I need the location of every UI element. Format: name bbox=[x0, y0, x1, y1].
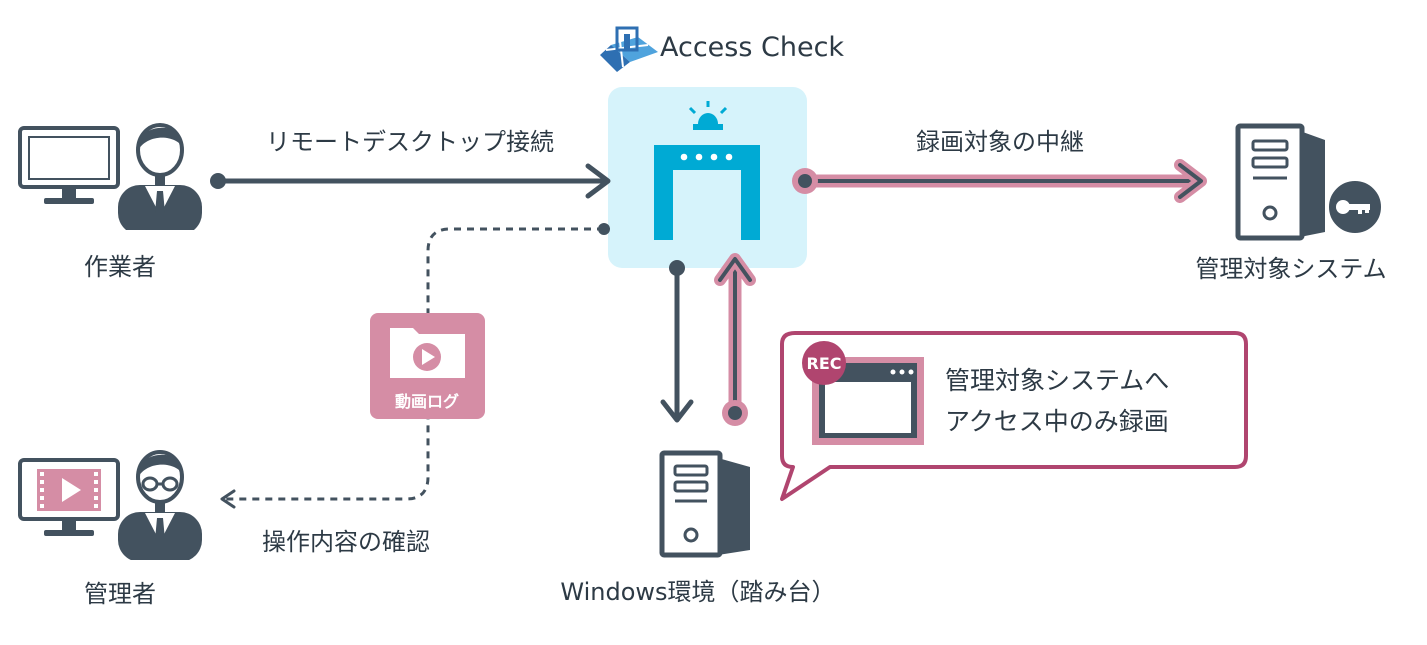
admin-label: 管理者 bbox=[84, 580, 156, 608]
worker-label: 作業者 bbox=[84, 253, 156, 281]
recording-callout: REC 管理対象システムへ アクセス中のみ録画 bbox=[780, 331, 1248, 501]
video-folder-icon bbox=[390, 328, 465, 378]
gateway-to-windows-arrow bbox=[660, 260, 694, 423]
remote-desktop-arrow: リモートデスクトップ接続 bbox=[210, 128, 611, 199]
admin-person-icon bbox=[118, 450, 202, 560]
worker-actor: 作業者 bbox=[18, 123, 202, 281]
windows-environment: Windows環境（踏み台） bbox=[560, 450, 836, 606]
rec-badge-label: REC bbox=[807, 354, 842, 373]
video-log-label: 動画ログ bbox=[395, 392, 459, 411]
video-monitor-icon bbox=[18, 458, 120, 536]
windows-to-gateway-arrow bbox=[714, 253, 756, 426]
relay-label: 録画対象の中継 bbox=[916, 128, 1084, 156]
callout-line1: 管理対象システムへ bbox=[945, 366, 1169, 395]
rec-badge bbox=[802, 341, 846, 385]
access-check-gateway bbox=[608, 87, 807, 268]
remote-desktop-label: リモートデスクトップ接続 bbox=[266, 128, 554, 156]
callout-line2: アクセス中のみ録画 bbox=[945, 407, 1169, 436]
glasses-icon bbox=[141, 476, 179, 492]
brand-name: Access Check bbox=[660, 32, 844, 63]
target-system: 管理対象システム bbox=[1195, 123, 1387, 283]
windows-label: Windows環境（踏み台） bbox=[560, 578, 835, 606]
monitor-icon bbox=[18, 126, 120, 204]
play-icon bbox=[62, 478, 81, 502]
confirm-label: 操作内容の確認 bbox=[262, 528, 430, 556]
server-icon bbox=[659, 450, 750, 558]
server-icon bbox=[1235, 123, 1325, 241]
worker-person-icon bbox=[118, 123, 202, 230]
relay-arrow: 録画対象の中継 bbox=[792, 128, 1207, 203]
recording-window-icon: REC bbox=[802, 341, 924, 445]
admin-actor: 管理者 bbox=[18, 450, 202, 608]
video-log-badge: 動画ログ bbox=[370, 313, 485, 419]
target-system-label: 管理対象システム bbox=[1195, 255, 1386, 283]
gate-icon bbox=[654, 101, 760, 240]
access-check-logo: Access Check bbox=[600, 26, 844, 72]
logo-icon bbox=[600, 26, 658, 72]
key-icon bbox=[1325, 177, 1385, 237]
